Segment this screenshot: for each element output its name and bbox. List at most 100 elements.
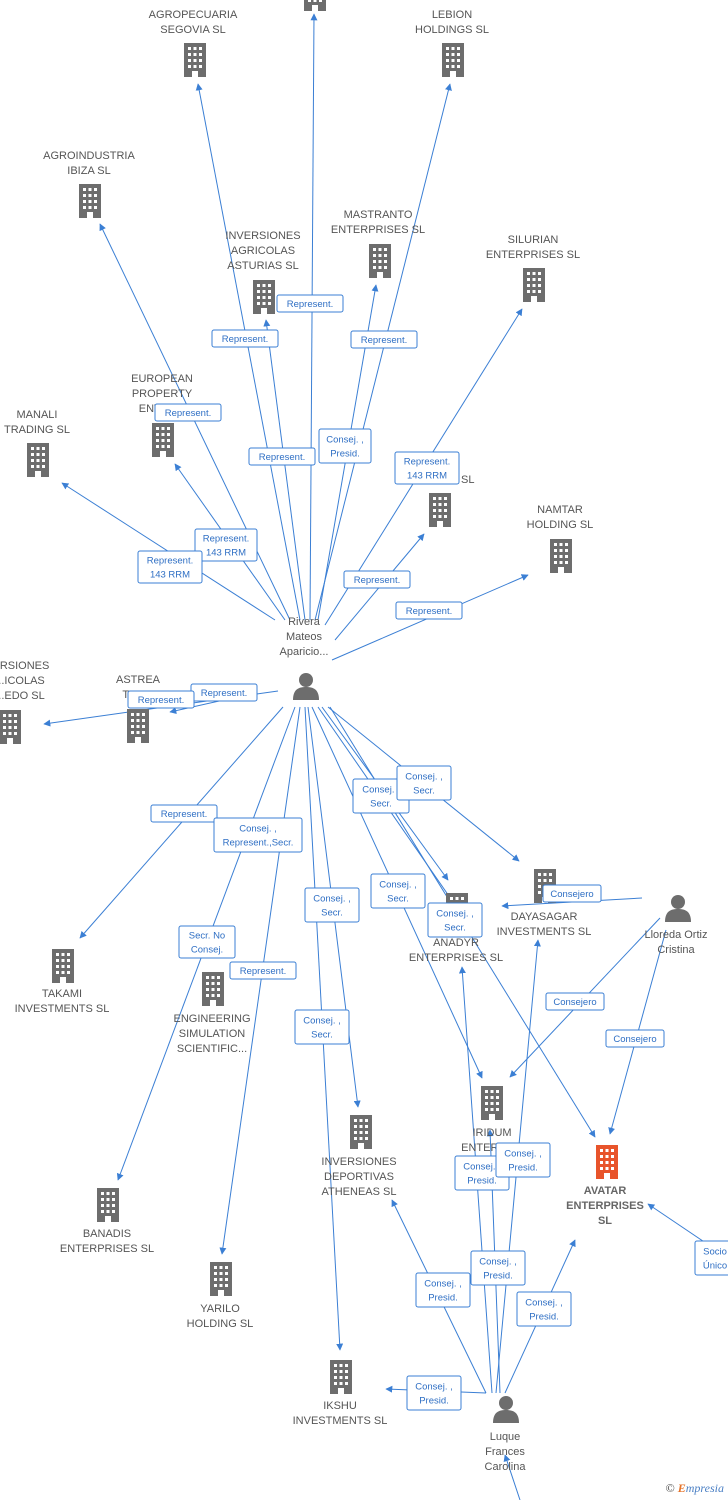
edge-label-text: Represent.	[203, 534, 249, 545]
edge-label-text: Consejero	[613, 1034, 656, 1045]
edge-label-text: Consej. ,	[415, 1382, 453, 1393]
edge-label-box	[294, 1009, 350, 1045]
company-node-engineering[interactable]: ENGINEERINGSIMULATIONSCIENTIFIC...	[173, 972, 251, 1055]
edge-label-l20[interactable]: Consej. ,Secr.	[427, 902, 483, 938]
edge-label-l18[interactable]: Consej. ,Secr.	[304, 887, 360, 923]
node-label-line: TRADING SL	[4, 424, 70, 436]
edge-label-l16[interactable]: Consej. ,Secr.	[396, 765, 452, 801]
building-icon	[350, 1115, 372, 1149]
empresia-brand[interactable]: © Empresia	[666, 1481, 724, 1496]
node-label-line: Luque	[490, 1431, 521, 1443]
edge-label-text: Represent.	[222, 334, 268, 345]
node-label-line: AGRICOLAS	[231, 245, 295, 257]
relation-edge	[503, 1454, 521, 1500]
building-icon	[0, 710, 21, 744]
edge-label-l6[interactable]: Consej. ,Presid.	[318, 428, 372, 464]
edge-label-box	[427, 902, 483, 938]
edge-label-box	[248, 447, 316, 466]
edge-label-text: Socio	[703, 1247, 727, 1258]
edge-label-l24[interactable]: Consejero	[542, 884, 602, 903]
edge-label-text: Consej. ,	[525, 1298, 563, 1309]
node-label-line: ...EDO SL	[0, 690, 45, 702]
edge-label-l17[interactable]: Consej. ,Represent.,Secr.	[213, 817, 303, 853]
node-label-line: BANADIS	[83, 1228, 131, 1240]
edge-label-l31[interactable]: Consej. , Presid.	[516, 1291, 572, 1327]
building-icon	[79, 184, 101, 218]
building-icon	[27, 443, 49, 477]
relation-edge	[195, 83, 301, 621]
edge-label-l23[interactable]: Consej. ,Secr.	[294, 1009, 350, 1045]
company-node-c0[interactable]	[304, 0, 326, 11]
building-icon	[523, 268, 545, 302]
edge-label-l22[interactable]: Represent.	[229, 961, 297, 980]
edge-label-box	[178, 925, 236, 959]
edge-label-l5[interactable]: Represent.	[248, 447, 316, 466]
edge-label-box	[470, 1250, 526, 1286]
edge-label-l26[interactable]: Consejero	[605, 1029, 665, 1048]
edge-label-box	[415, 1272, 471, 1308]
edge-label-l12[interactable]: Represent.	[190, 683, 258, 702]
edge-label-text: Secr.	[321, 908, 343, 919]
company-node-inv_edo[interactable]: ...RSIONES...ICOLAS...EDO SL	[0, 660, 49, 744]
edge-label-text: 143 RRM	[206, 548, 246, 559]
company-node-namtar[interactable]: NAMTAR HOLDING SL	[527, 504, 594, 573]
edge-label-box	[304, 887, 360, 923]
edge-label-text: Presid.	[529, 1312, 559, 1323]
node-label-line: AGROPECUARIA	[149, 9, 238, 21]
edge-label-l25[interactable]: Consejero	[545, 992, 605, 1011]
node-label-line: IRIDUM	[472, 1127, 511, 1139]
edge-label-l13[interactable]: Represent.	[127, 690, 195, 709]
edge-label-l3[interactable]: Represent.	[350, 330, 418, 349]
person-node-rivera[interactable]: RiveraMateosAparicio...	[280, 616, 329, 700]
edge-label-l10[interactable]: Represent.	[343, 570, 411, 589]
edge-label-l28[interactable]: Consej. ,Presid.	[495, 1142, 551, 1178]
relation-edge	[309, 13, 318, 621]
edge-label-l30[interactable]: Consej. ,Presid.	[415, 1272, 471, 1308]
node-label-line: ENTERPRISES SL	[331, 224, 425, 236]
edge-label-l19[interactable]: Consej. ,Secr.	[370, 873, 426, 909]
edge-label-l32[interactable]: Consej. ,Presid.	[406, 1375, 462, 1411]
edge-label-l7[interactable]: Represent.143 RRM	[394, 451, 460, 485]
edge-label-text: Consej.	[191, 945, 223, 956]
node-label-line: INVERSIONES	[321, 1156, 396, 1168]
node-label-line: HOLDING SL	[187, 1318, 254, 1330]
edge-label-l14[interactable]: Represent.	[150, 804, 218, 823]
edge-label-l4[interactable]: Represent.	[154, 403, 222, 422]
edge-label-text: Consej. ,	[479, 1257, 517, 1268]
node-label-line: ASTREA	[116, 674, 161, 686]
node-label-line: Frances	[485, 1446, 525, 1458]
edge-label-text: Secr.	[311, 1030, 333, 1041]
edge-label-text: Represent.	[201, 688, 247, 699]
edge-label-l1[interactable]: Represent.	[276, 294, 344, 313]
edge-label-text: Represent.	[354, 575, 400, 586]
edge-label-l9[interactable]: Represent.143 RRM	[137, 550, 203, 584]
brand-name: mpresia	[685, 1481, 724, 1495]
node-label-line: HOLDING SL	[527, 519, 594, 531]
edge-label-l8[interactable]: Represent. 143 RRM	[194, 528, 258, 562]
node-label-line: ...ICOLAS	[0, 675, 45, 687]
edge-label-l29[interactable]: Consej. , Presid.	[470, 1250, 526, 1286]
edge-label-l11[interactable]: Represent.	[395, 601, 463, 620]
node-label-line: NAMTAR	[537, 504, 583, 516]
edge-label-text: Presid.	[483, 1271, 513, 1282]
edge-label-l2[interactable]: Represent.	[211, 329, 279, 348]
